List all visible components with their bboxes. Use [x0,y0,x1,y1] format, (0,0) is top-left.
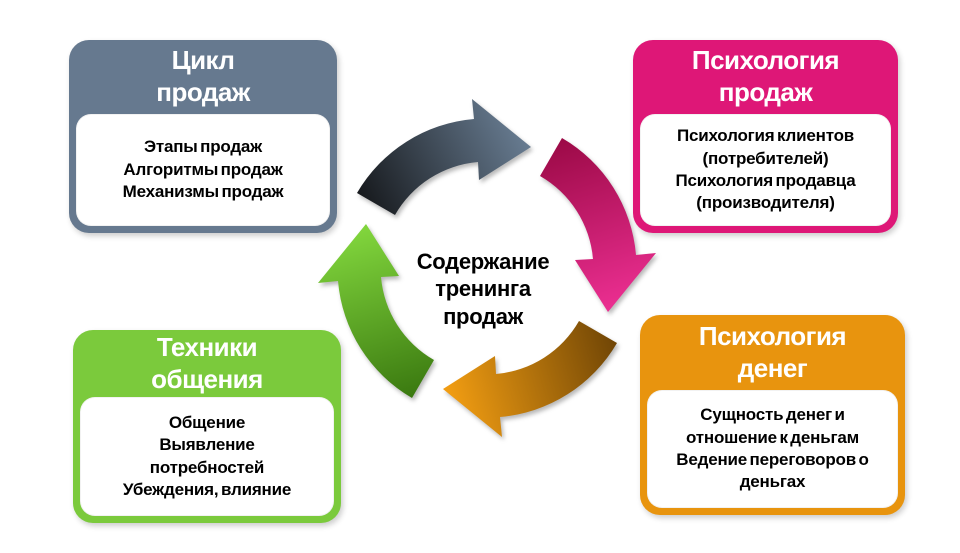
card-sales-cycle-body: Этапы продаж Алгоритмы продаж Механизмы … [76,114,330,226]
card-sales-psychology: Психология продаж Психология клиентов (п… [633,40,898,233]
card-money-psychology: Психология денег Сущность денег и отноше… [640,315,905,515]
card-sales-psychology-title: Психология продаж [691,45,840,107]
cycle-arrow-left-green [318,224,434,398]
cycle-arrow-bottom-orange [443,321,617,437]
card-money-psychology-title: Психология денег [698,320,847,383]
card-communication-techniques-title: Техники общения [151,331,263,394]
card-communication-techniques-body: Общение Выявление потребностей Убеждения… [80,397,334,516]
center-label: Содержание тренинга продаж [416,249,550,329]
cycle-arrow-top-slate [357,99,531,215]
card-sales-cycle-title: Цикл продаж [156,45,250,107]
card-sales-psychology-body: Психология клиентов (потребителей) Психо… [640,114,891,226]
cycle-arrow-right-pink [540,138,656,312]
card-communication-techniques: Техники общения Общение Выявление потреб… [73,330,341,523]
card-money-psychology-body: Сущность денег и отношение к деньгам Вед… [647,390,898,508]
card-sales-cycle: Цикл продаж Этапы продаж Алгоритмы прода… [69,40,337,233]
